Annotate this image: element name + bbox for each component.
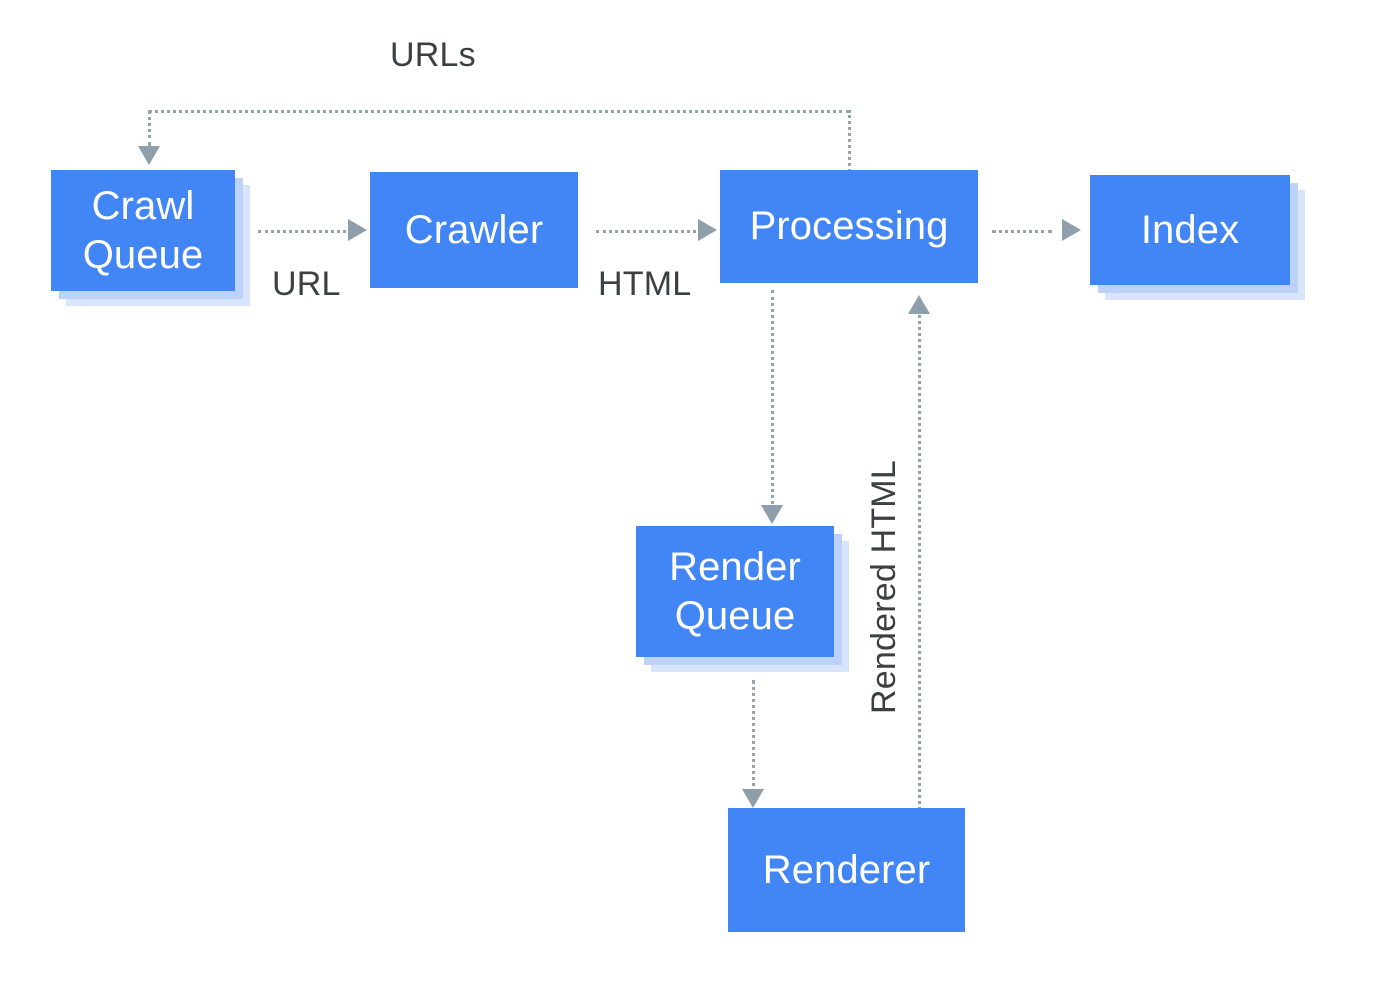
node-crawl-queue[interactable]: Crawl Queue bbox=[51, 170, 235, 291]
node-crawl-queue-label: Crawl Queue bbox=[82, 183, 204, 277]
node-crawler-label: Crawler bbox=[404, 207, 544, 252]
edge-processing-to-crawl-queue-horizontal bbox=[148, 110, 850, 113]
edge-processing-to-crawl-queue-riser bbox=[848, 110, 851, 172]
arrowhead-into-render-queue bbox=[761, 505, 783, 524]
edge-processing-to-crawl-queue-descender bbox=[148, 110, 151, 146]
arrowhead-into-crawler bbox=[348, 219, 367, 241]
edge-renderer-to-processing-line bbox=[918, 315, 921, 810]
node-crawler[interactable]: Crawler bbox=[370, 172, 578, 288]
node-index-label: Index bbox=[1140, 207, 1240, 252]
arrowhead-into-index bbox=[1062, 219, 1081, 241]
edge-crawl-queue-to-crawler-line bbox=[258, 230, 346, 233]
node-render-queue[interactable]: Render Queue bbox=[636, 526, 834, 657]
edge-label-rendered-html: Rendered HTML bbox=[865, 460, 903, 714]
edge-label-html: HTML bbox=[598, 265, 692, 303]
arrowhead-into-processing bbox=[698, 219, 717, 241]
edge-render-queue-to-renderer-line bbox=[752, 680, 755, 794]
edge-processing-to-index-line bbox=[992, 230, 1052, 233]
node-index[interactable]: Index bbox=[1090, 175, 1290, 285]
arrowhead-into-processing-from-renderer bbox=[908, 295, 930, 314]
node-renderer[interactable]: Renderer bbox=[728, 808, 965, 932]
edge-label-url: URL bbox=[272, 265, 341, 303]
node-render-queue-label: Render Queue bbox=[669, 544, 801, 638]
edge-processing-to-render-queue-line bbox=[771, 290, 774, 510]
edge-crawler-to-processing-line bbox=[596, 230, 696, 233]
edge-label-urls: URLs bbox=[390, 36, 476, 74]
node-processing[interactable]: Processing bbox=[720, 170, 978, 283]
node-processing-label: Processing bbox=[749, 204, 949, 249]
arrowhead-into-crawl-queue bbox=[138, 146, 160, 165]
arrowhead-into-renderer bbox=[742, 789, 764, 808]
node-renderer-label: Renderer bbox=[762, 847, 931, 892]
